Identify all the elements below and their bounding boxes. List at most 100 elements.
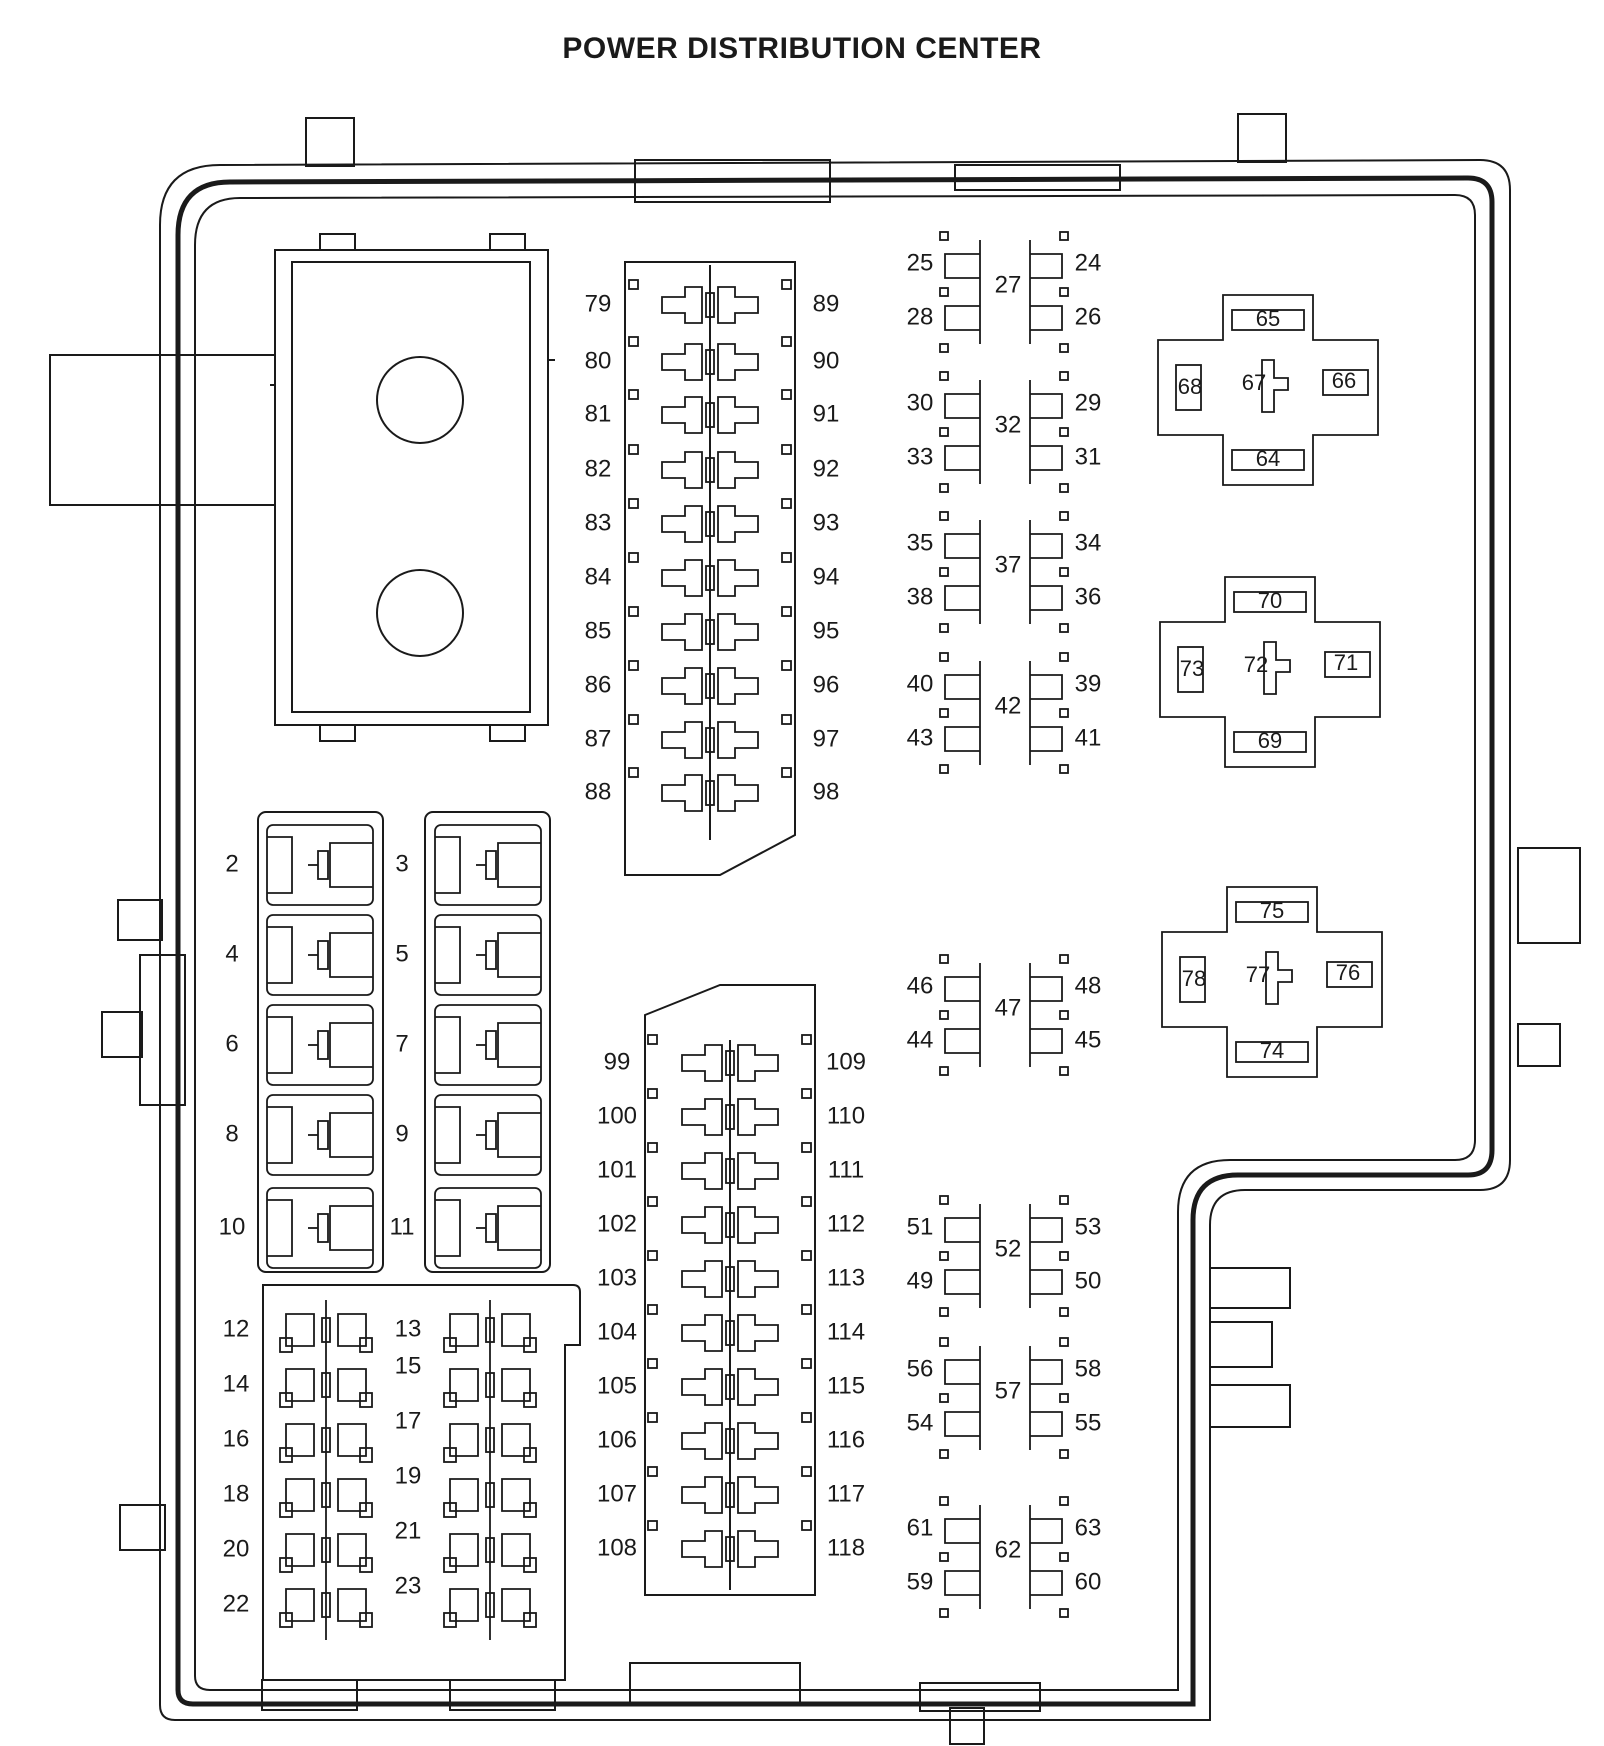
terminal-pin <box>781 444 792 455</box>
label-18: 18 <box>223 1480 250 1507</box>
cartridge-fuse-5 <box>434 914 542 996</box>
label-14: 14 <box>223 1370 250 1397</box>
fuse-105 <box>681 1368 779 1406</box>
terminal-pin <box>801 1358 812 1369</box>
label-103: 103 <box>597 1264 637 1291</box>
relay-group-62 <box>939 1496 1069 1618</box>
terminal-pin <box>628 336 639 347</box>
label-66: 66 <box>1332 368 1356 393</box>
terminal-pin <box>801 1304 812 1315</box>
label-6: 6 <box>225 1030 238 1057</box>
terminal-pin <box>647 1358 658 1369</box>
terminal-pin <box>801 1412 812 1423</box>
label-30: 30 <box>907 389 934 416</box>
cartridge-fuse-11 <box>434 1187 542 1269</box>
label-90: 90 <box>813 347 840 374</box>
relay-shapes <box>939 231 1383 1618</box>
label-9: 9 <box>395 1120 408 1147</box>
label-73: 73 <box>1180 656 1204 681</box>
relay-group-47 <box>939 954 1069 1076</box>
mini-fuse-17 <box>443 1423 537 1463</box>
cartridge-fuse-10 <box>266 1187 374 1269</box>
label-42: 42 <box>995 692 1022 719</box>
label-5: 5 <box>395 940 408 967</box>
terminal-pin <box>647 1466 658 1477</box>
diagram-title: POWER DISTRIBUTION CENTER <box>562 32 1042 65</box>
relay-cross-67 <box>1157 294 1379 486</box>
terminal-pin <box>781 552 792 563</box>
terminal-pin <box>781 714 792 725</box>
label-47: 47 <box>995 994 1022 1021</box>
label-56: 56 <box>907 1355 934 1382</box>
label-112: 112 <box>827 1210 865 1237</box>
label-113: 113 <box>827 1264 865 1291</box>
label-4: 4 <box>225 940 238 967</box>
label-105: 105 <box>597 1372 637 1399</box>
fuse-79 <box>661 286 759 324</box>
label-15: 15 <box>395 1352 422 1379</box>
label-63: 63 <box>1075 1514 1102 1541</box>
label-16: 16 <box>223 1425 250 1452</box>
label-93: 93 <box>813 509 840 536</box>
label-91: 91 <box>813 400 840 427</box>
label-102: 102 <box>597 1210 637 1237</box>
terminal-pin <box>801 1088 812 1099</box>
label-108: 108 <box>597 1534 637 1561</box>
label-72: 72 <box>1244 652 1268 677</box>
label-48: 48 <box>1075 972 1102 999</box>
label-60: 60 <box>1075 1568 1102 1595</box>
fuse-80 <box>661 343 759 381</box>
terminal-pin <box>647 1520 658 1531</box>
fuse-102 <box>681 1206 779 1244</box>
label-49: 49 <box>907 1267 934 1294</box>
terminal-pin <box>628 498 639 509</box>
label-62: 62 <box>995 1536 1022 1563</box>
relay-cross-72 <box>1159 576 1381 768</box>
label-104: 104 <box>597 1318 637 1345</box>
label-85: 85 <box>585 617 612 644</box>
terminal-pin <box>647 1304 658 1315</box>
label-24: 24 <box>1075 249 1102 276</box>
terminal-pin <box>628 279 639 290</box>
terminal-pin <box>647 1088 658 1099</box>
label-70: 70 <box>1258 588 1282 613</box>
label-37: 37 <box>995 551 1022 578</box>
label-22: 22 <box>223 1590 250 1617</box>
fuse-82 <box>661 451 759 489</box>
label-94: 94 <box>813 563 840 590</box>
label-115: 115 <box>827 1372 865 1399</box>
label-2: 2 <box>225 850 238 877</box>
label-32: 32 <box>995 411 1022 438</box>
label-50: 50 <box>1075 1267 1102 1294</box>
label-28: 28 <box>907 303 934 330</box>
fuse-83 <box>661 505 759 543</box>
label-80: 80 <box>585 347 612 374</box>
cartridge-fuse-3 <box>434 824 542 906</box>
label-71: 71 <box>1334 650 1358 675</box>
cartridge-fuse-4 <box>266 914 374 996</box>
label-38: 38 <box>907 583 934 610</box>
terminal-pin <box>628 552 639 563</box>
label-81: 81 <box>585 400 612 427</box>
cartridge-fuse-2 <box>266 824 374 906</box>
terminal-pin <box>781 336 792 347</box>
terminal-pin <box>781 767 792 778</box>
label-21: 21 <box>395 1517 422 1544</box>
fuse-107 <box>681 1476 779 1514</box>
fuse-106 <box>681 1422 779 1460</box>
terminal-pin <box>647 1034 658 1045</box>
fuse-81 <box>661 396 759 434</box>
fuse-104 <box>681 1314 779 1352</box>
fuse-shapes <box>266 279 812 1640</box>
terminal-pin <box>628 389 639 400</box>
label-98: 98 <box>813 778 840 805</box>
label-106: 106 <box>597 1426 637 1453</box>
fuse-101 <box>681 1152 779 1190</box>
label-109: 109 <box>826 1048 866 1075</box>
label-96: 96 <box>813 671 840 698</box>
label-8: 8 <box>225 1120 238 1147</box>
terminal-pin <box>801 1466 812 1477</box>
label-99: 99 <box>604 1048 631 1075</box>
label-31: 31 <box>1075 443 1102 470</box>
